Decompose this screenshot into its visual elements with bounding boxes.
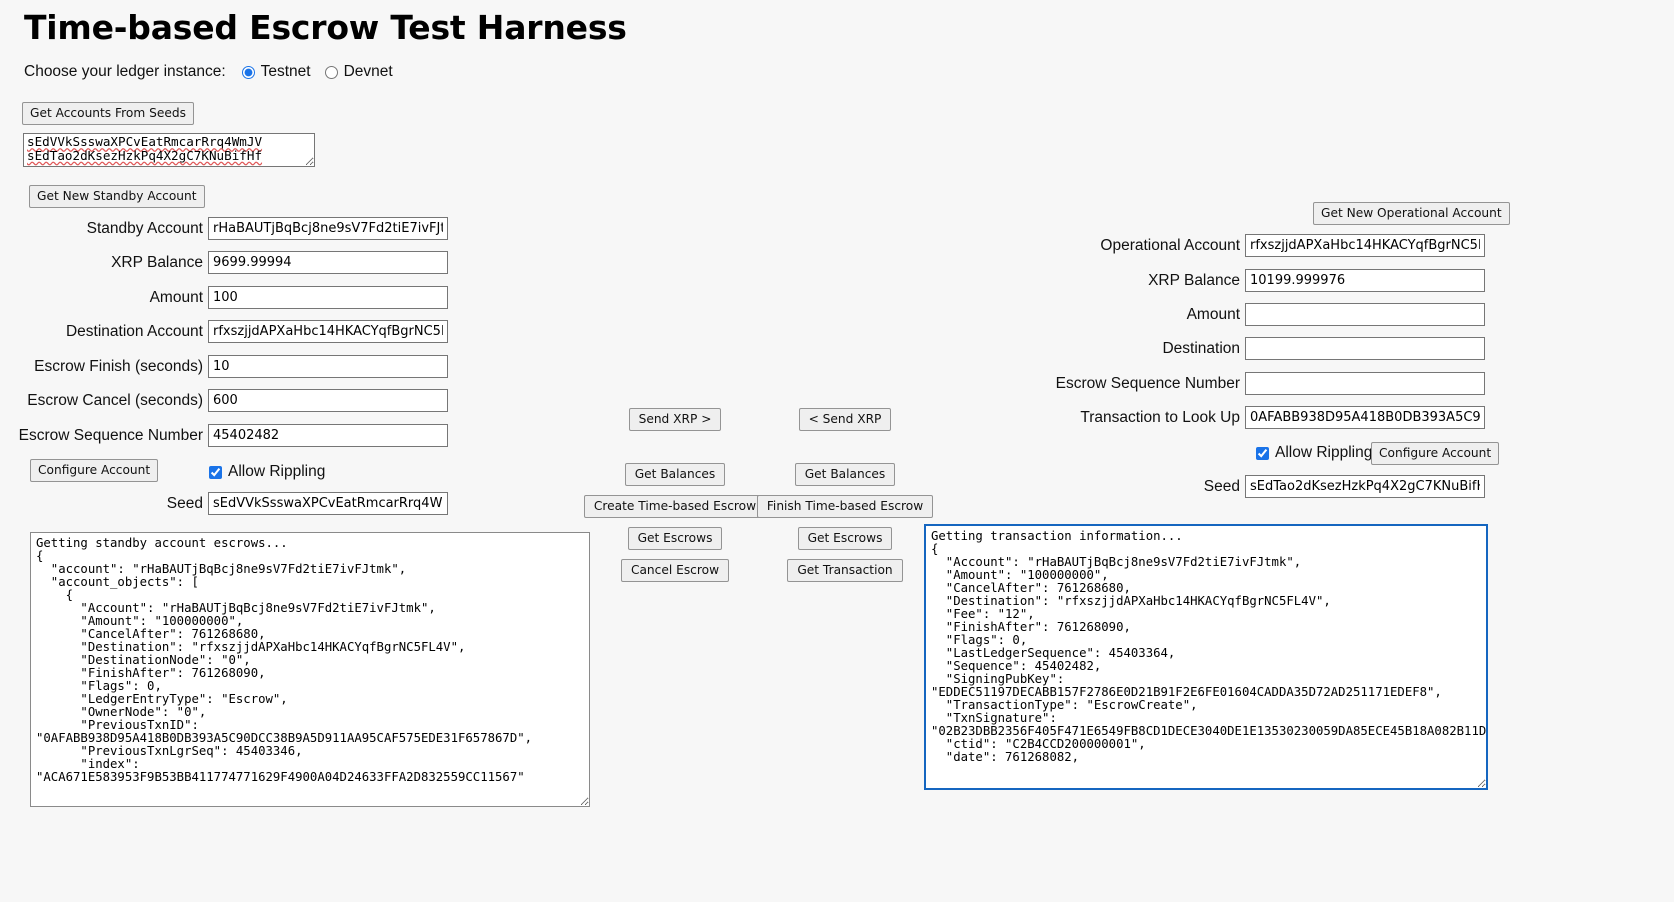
field-standby-seed: Seed [8, 492, 448, 515]
operational-get-escrows-button[interactable]: Get Escrows [797, 527, 893, 550]
field-escrow-cancel-seconds-input[interactable] [208, 389, 448, 412]
radio-devnet-label: Devnet [343, 63, 393, 80]
operational-get-balances-button[interactable]: Get Balances [794, 463, 896, 486]
field-operational-xrp-balance-input[interactable] [1245, 269, 1485, 292]
operational-allow-rippling-checkbox[interactable]: Allow Rippling [1256, 444, 1372, 462]
field-escrow-cancel-seconds: Escrow Cancel (seconds) [8, 389, 448, 412]
field-operational-seed-input[interactable] [1245, 475, 1485, 498]
field-standby-destination-account-input[interactable] [208, 320, 448, 343]
seeds-textarea[interactable] [23, 133, 315, 167]
field-operational-escrow-sequence-number: Escrow Sequence Number [1055, 372, 1485, 395]
field-operational-destination-input[interactable] [1245, 337, 1485, 360]
configure-standby-account-button[interactable]: Configure Account [30, 459, 159, 482]
field-operational-seed: Seed [1055, 475, 1485, 498]
field-standby-account-input[interactable] [208, 217, 448, 240]
field-standby-amount-input[interactable] [208, 286, 448, 309]
field-standby-account-label: Standby Account [86, 219, 203, 237]
get-transaction-button[interactable]: Get Transaction [787, 559, 903, 582]
center-left-actions: Send XRP > Get Balances Create Time-base… [583, 408, 767, 582]
field-escrow-cancel-seconds-label: Escrow Cancel (seconds) [27, 391, 203, 409]
field-standby-seed-input[interactable] [208, 492, 448, 515]
field-operational-account: Operational Account [1055, 234, 1485, 257]
field-operational-destination: Destination [1055, 337, 1485, 360]
send-xrp-right-button[interactable]: Send XRP > [628, 408, 722, 431]
field-standby-account: Standby Account [8, 217, 448, 240]
field-operational-amount-input[interactable] [1245, 303, 1485, 326]
field-standby-xrp-balance-input[interactable] [208, 251, 448, 274]
standby-allow-rippling-checkbox[interactable]: Allow Rippling [209, 463, 325, 481]
standby-output-textarea[interactable] [30, 532, 590, 807]
cancel-escrow-button[interactable]: Cancel Escrow [620, 559, 730, 582]
send-xrp-left-button[interactable]: < Send XRP [798, 408, 892, 431]
operational-allow-rippling-input[interactable] [1256, 446, 1269, 460]
configure-operational-account-button[interactable]: Configure Account [1371, 442, 1500, 465]
field-operational-escrow-sequence-number-label: Escrow Sequence Number [1055, 374, 1240, 392]
field-standby-amount: Amount [8, 286, 448, 309]
field-standby-xrp-balance-label: XRP Balance [111, 253, 203, 271]
radio-devnet[interactable]: Devnet [324, 63, 393, 81]
field-operational-account-label: Operational Account [1100, 236, 1240, 254]
standby-allow-rippling-label: Allow Rippling [228, 463, 326, 480]
field-standby-escrow-sequence-number-label: Escrow Sequence Number [18, 426, 203, 444]
field-standby-destination-account: Destination Account [8, 320, 448, 343]
field-standby-escrow-sequence-number: Escrow Sequence Number [8, 424, 448, 447]
ledger-instance-label: Choose your ledger instance: [24, 63, 226, 80]
field-escrow-finish-seconds: Escrow Finish (seconds) [8, 355, 448, 378]
field-escrow-finish-seconds-input[interactable] [208, 355, 448, 378]
create-time-based-escrow-button[interactable]: Create Time-based Escrow [583, 495, 767, 518]
field-operational-account-input[interactable] [1245, 234, 1485, 257]
field-operational-xrp-balance: XRP Balance [1055, 269, 1485, 292]
field-standby-seed-label: Seed [166, 494, 203, 512]
radio-testnet-label: Testnet [260, 63, 311, 80]
radio-testnet-input[interactable] [241, 65, 255, 79]
field-operational-destination-label: Destination [1162, 339, 1240, 357]
field-operational-xrp-balance-label: XRP Balance [1148, 271, 1240, 289]
field-standby-escrow-sequence-number-input[interactable] [208, 424, 448, 447]
standby-get-balances-button[interactable]: Get Balances [624, 463, 726, 486]
field-escrow-finish-seconds-label: Escrow Finish (seconds) [34, 357, 203, 375]
get-new-standby-account-button[interactable]: Get New Standby Account [29, 185, 205, 208]
field-standby-destination-account-label: Destination Account [65, 322, 203, 340]
field-transaction-to-look-up-label: Transaction to Look Up [1080, 408, 1240, 426]
field-standby-amount-label: Amount [149, 288, 203, 306]
operational-output-textarea[interactable] [924, 524, 1488, 790]
field-standby-xrp-balance: XRP Balance [8, 251, 448, 274]
finish-time-based-escrow-button[interactable]: Finish Time-based Escrow [756, 495, 934, 518]
field-operational-amount: Amount [1055, 303, 1485, 326]
field-transaction-to-look-up: Transaction to Look Up [1055, 406, 1485, 429]
field-operational-amount-label: Amount [1186, 305, 1240, 323]
ledger-instance-selector: Choose your ledger instance: Testnet Dev… [24, 63, 407, 81]
page-title: Time-based Escrow Test Harness [24, 8, 627, 47]
radio-testnet[interactable]: Testnet [241, 63, 311, 81]
field-transaction-to-look-up-input[interactable] [1245, 406, 1485, 429]
get-accounts-from-seeds-button[interactable]: Get Accounts From Seeds [22, 102, 194, 125]
operational-allow-rippling-label: Allow Rippling [1275, 444, 1373, 461]
radio-devnet-input[interactable] [324, 65, 338, 79]
standby-allow-rippling-input[interactable] [209, 465, 222, 479]
field-operational-escrow-sequence-number-input[interactable] [1245, 372, 1485, 395]
field-operational-seed-label: Seed [1203, 477, 1240, 495]
center-right-actions: < Send XRP Get Balances Finish Time-base… [756, 408, 934, 582]
get-new-operational-account-button[interactable]: Get New Operational Account [1313, 202, 1510, 225]
standby-get-escrows-button[interactable]: Get Escrows [627, 527, 723, 550]
